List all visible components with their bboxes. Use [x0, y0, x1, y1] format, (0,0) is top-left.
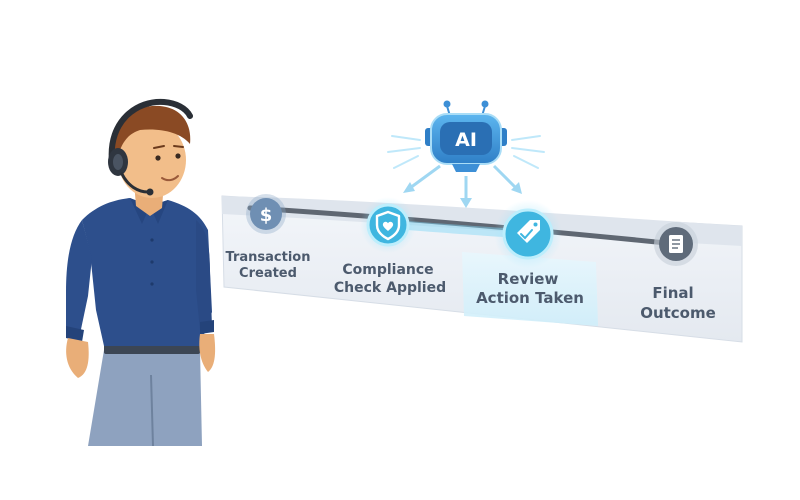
review-highlight: [462, 252, 598, 326]
timeline-track: [247, 205, 679, 247]
timeline-panel: [221, 195, 743, 343]
dollar-icon: $: [260, 205, 273, 226]
step-label-transaction: Transaction Created: [226, 250, 311, 281]
arrow-icons: [403, 164, 522, 208]
support-agent-person: [66, 98, 216, 447]
ai-label: AI: [455, 129, 477, 151]
step-node-transaction: $: [246, 194, 286, 234]
radiating-lines: [387, 135, 545, 169]
step-node-review: [494, 200, 562, 268]
step-label-line: Action Taken: [476, 289, 584, 307]
step-label-line: Transaction: [226, 250, 311, 265]
headset-icon: [108, 98, 193, 196]
step-label-line: Created: [239, 266, 297, 281]
shield-heart-icon: [375, 210, 401, 241]
tag-check-icon: [517, 220, 540, 243]
step-label-line: Outcome: [640, 304, 716, 322]
step-label-compliance: Compliance Check Applied: [334, 262, 446, 296]
step-node-final: [654, 222, 698, 266]
step-label-line: Check Applied: [334, 280, 446, 296]
step-label-line: Compliance: [342, 262, 433, 278]
document-icon: [669, 235, 683, 253]
step-label-line: Final: [652, 284, 693, 302]
step-label-review: Review Action Taken: [476, 270, 584, 307]
step-label-final: Final Outcome: [640, 284, 716, 322]
ai-robot-badge: AI: [387, 100, 545, 208]
step-node-compliance: [360, 197, 416, 253]
step-label-line: Review: [498, 270, 559, 288]
